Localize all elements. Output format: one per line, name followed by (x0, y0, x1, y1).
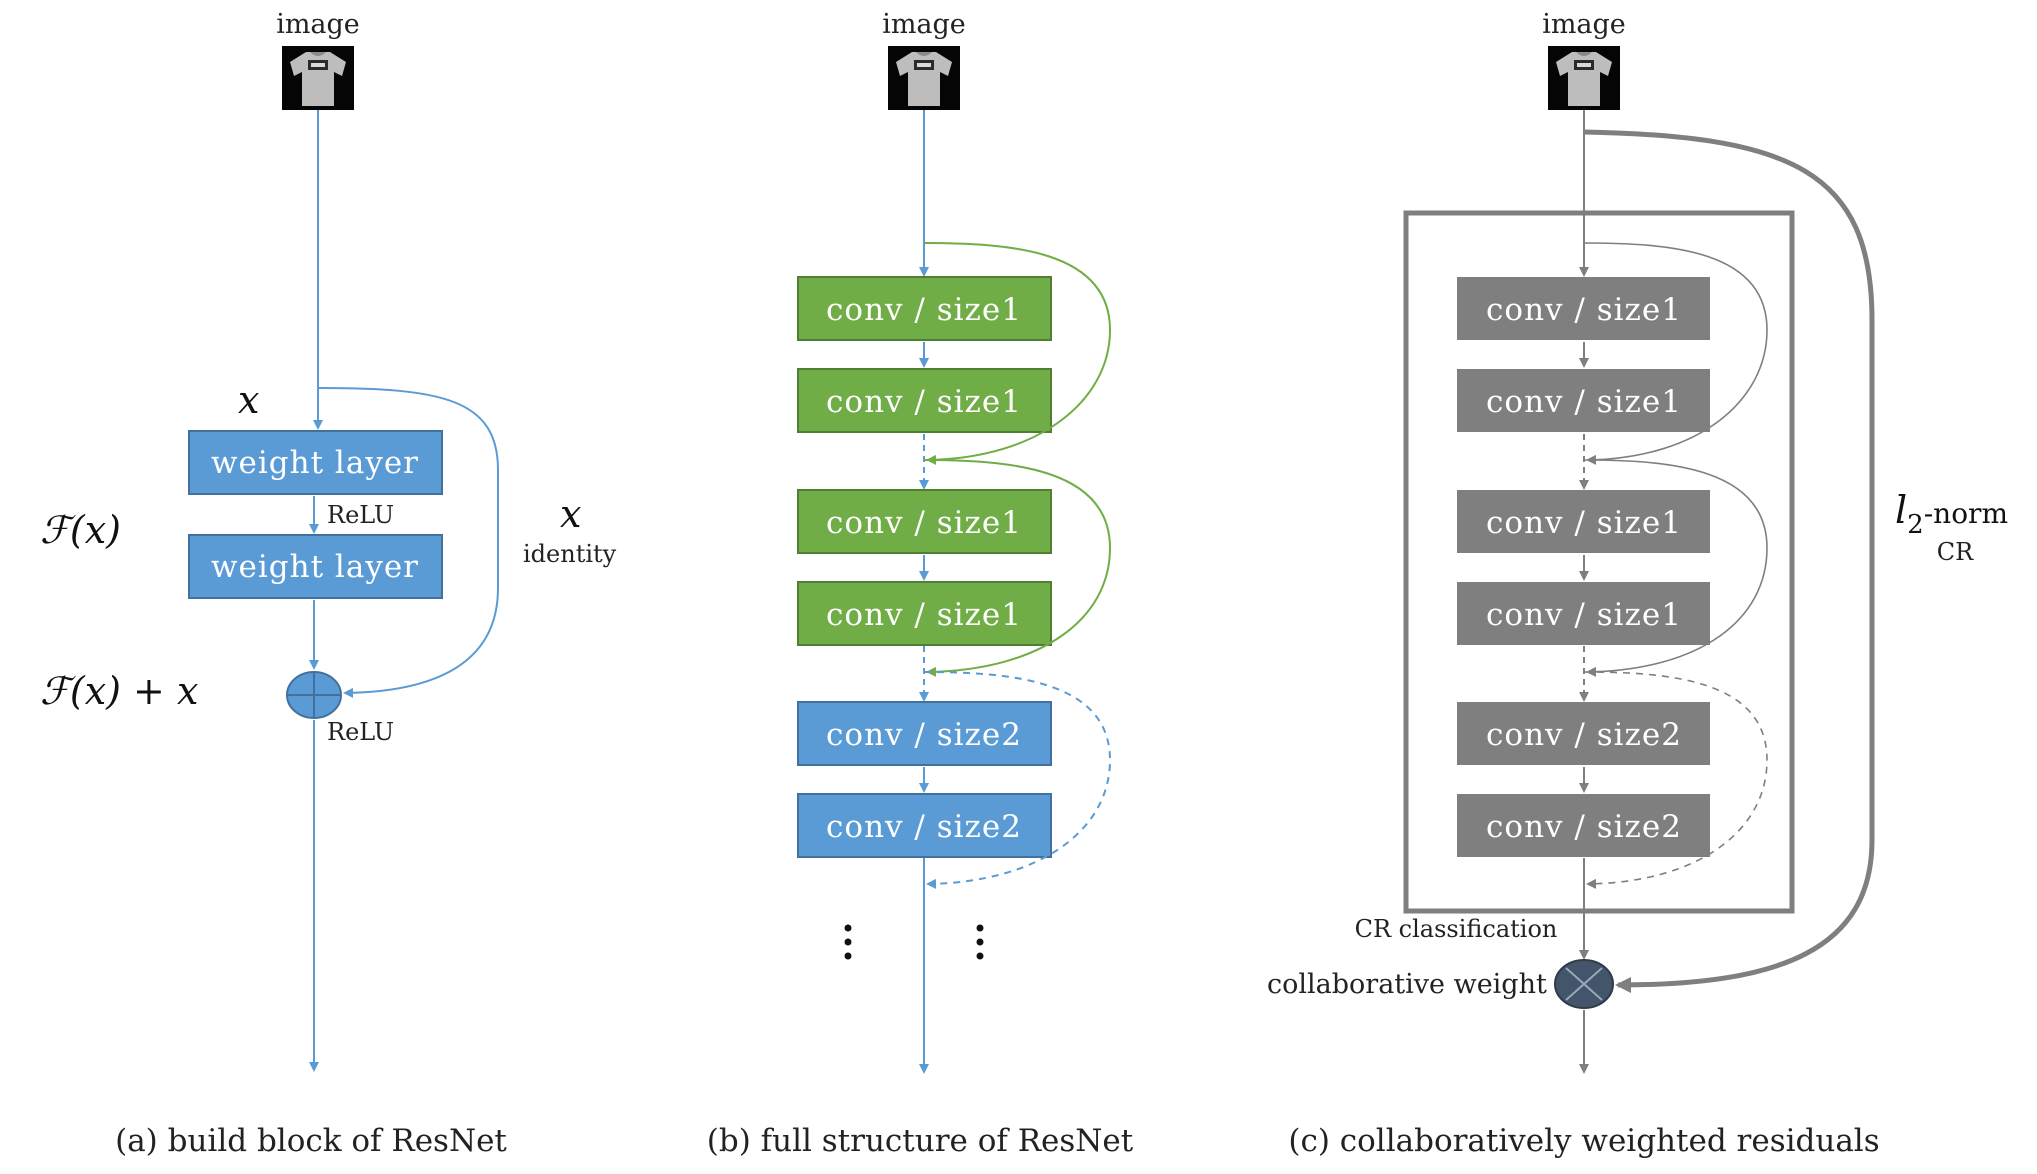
panel-c-conv-block-5 (1457, 702, 1710, 765)
panel-c-skip-2 (1583, 459, 1768, 677)
panel-c-conv-block-2-label: conv / size1 (1486, 384, 1682, 420)
panel-b-conv-block-1 (797, 276, 1052, 341)
panel-a-x-label: x (238, 378, 259, 422)
panel-a-fx-label: ℱ(x) (40, 508, 121, 552)
panel-c-l2-norm-l: l (1895, 488, 1907, 532)
panel-b-conv-block-4-label: conv / size1 (826, 597, 1022, 633)
panel-c-input-label: image (1542, 9, 1626, 40)
panel-b-ellipsis-right (976, 924, 984, 960)
panel-c-conv-block-5-label: conv / size2 (1486, 717, 1682, 753)
panel-b-input-label: image (882, 9, 966, 40)
panel-b-caption: (b) full structure of ResNet (707, 1123, 1134, 1159)
panel-a-relu-1: ReLU (327, 501, 394, 529)
panel-b-conv-block-6 (797, 793, 1052, 858)
panel-a-input-label: image (276, 9, 360, 40)
panel-a-caption: (a) build block of ResNet (115, 1123, 507, 1159)
panel-c-conv-block-3 (1457, 490, 1710, 553)
panel-a-shortcut-x: x (560, 492, 581, 536)
panel-c-weight-node-cross-2 (1565, 967, 1603, 1001)
panel-b-conv-block-2 (797, 368, 1052, 433)
panel-c-conv-block-2 (1457, 369, 1710, 432)
panel-b-skip-1 (923, 242, 1112, 465)
panel-c-skip-1 (1583, 242, 1768, 465)
panel-b-conv-block-3-label: conv / size1 (826, 505, 1022, 541)
panel-b-conv-block-5 (797, 701, 1052, 766)
panel-b-conv-block-6-label: conv / size2 (826, 809, 1022, 845)
panel-b-conv-block-1-label: conv / size1 (826, 292, 1022, 328)
panel-b-skip-2 (923, 459, 1112, 677)
panel-c: image conv / size1 conv / size1 conv / s… (1267, 9, 2008, 1159)
panel-c-cr-label: CR (1937, 538, 1974, 566)
panel-b: image conv / size1 conv / size1 conv / s… (707, 9, 1134, 1159)
panel-a-weight-layer-2-label: weight layer (211, 549, 419, 585)
panel-c-conv-block-6 (1457, 794, 1710, 857)
panel-c-caption: (c) collaboratively weighted residuals (1288, 1123, 1879, 1159)
panel-a-weight-layer-2 (188, 534, 443, 599)
panel-a-input-image (282, 46, 354, 110)
panel-b-input-image (888, 46, 960, 110)
panel-c-conv-block-1-label: conv / size1 (1486, 292, 1682, 328)
panel-c-l2-norm-sub: 2 (1907, 510, 1924, 540)
panel-b-conv-block-3 (797, 489, 1052, 554)
panel-b-skip-3 (923, 671, 1112, 889)
panel-c-l2-norm-suffix: -norm (1924, 497, 2008, 530)
panel-b-ellipsis-left (844, 924, 852, 960)
panel-c-input-image (1548, 46, 1620, 110)
panel-a-shortcut-label: identity (523, 540, 617, 568)
panel-a-fx-plus-x-label: ℱ(x) + x (40, 669, 198, 713)
panel-c-cr-frame (1403, 210, 1795, 914)
panel-c-l2-norm-path (1583, 129, 1875, 993)
panel-b-conv-block-5-label: conv / size2 (826, 717, 1022, 753)
panel-b-conv-block-2-label: conv / size1 (826, 384, 1022, 420)
panel-a: image weight layer weight layer ReLU ReL… (40, 9, 617, 1159)
panel-c-skip-3 (1583, 671, 1768, 889)
panel-c-collab-weight-label: collaborative weight (1267, 969, 1547, 1000)
panel-c-l2-norm-label: l2-norm (1895, 488, 2008, 540)
panel-c-conv-block-4-label: conv / size1 (1486, 597, 1682, 633)
panel-a-identity-shortcut (317, 387, 499, 698)
panel-a-weight-layer-1 (188, 430, 443, 495)
panel-c-cr-classification-label: CR classification (1355, 915, 1558, 943)
panel-c-conv-block-1 (1457, 277, 1710, 340)
panel-c-conv-block-4 (1457, 582, 1710, 645)
panel-a-relu-2: ReLU (327, 718, 394, 746)
panel-a-weight-layer-1-label: weight layer (211, 445, 419, 481)
panel-c-conv-block-3-label: conv / size1 (1486, 505, 1682, 541)
panel-b-conv-block-4 (797, 581, 1052, 646)
panel-c-conv-block-6-label: conv / size2 (1486, 809, 1682, 845)
